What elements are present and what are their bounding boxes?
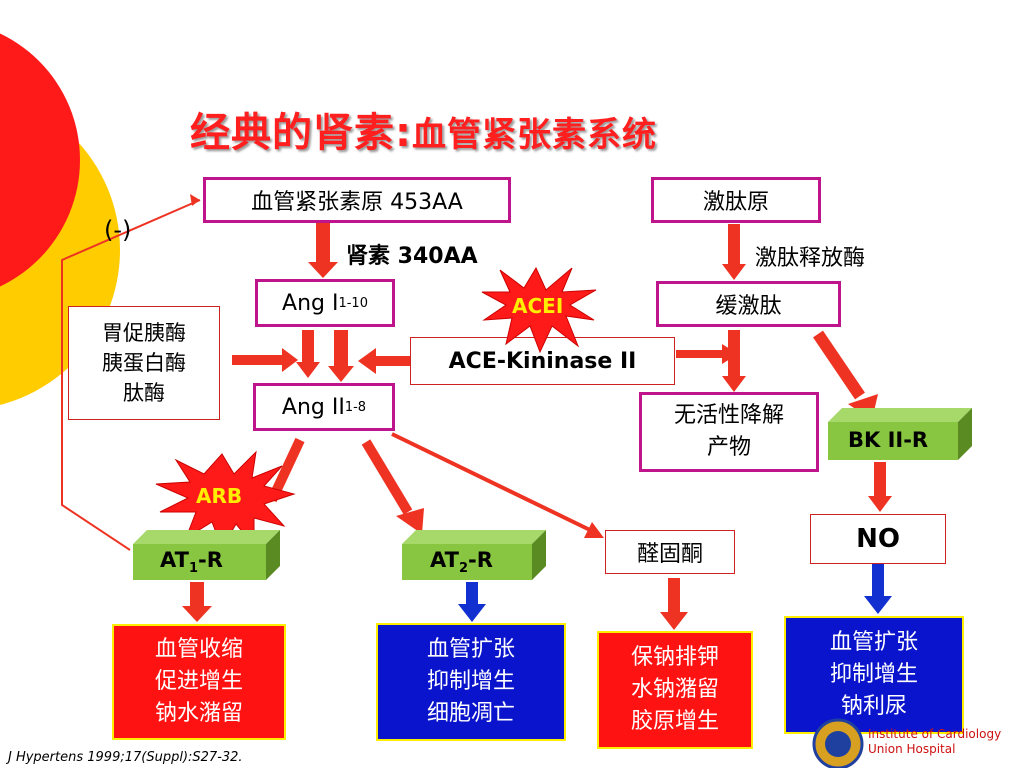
arrow-proteases — [282, 348, 298, 372]
negative-feedback-label: (-) — [104, 216, 132, 244]
at2r-sub: 2 — [458, 561, 468, 577]
protease-chymase: 胃促胰酶 — [102, 321, 186, 345]
protease-peptidase: 肽酶 — [123, 381, 165, 405]
at2r-main: AT — [430, 548, 459, 572]
effect-no-line: 血管扩张 — [829, 630, 918, 655]
effect-at2-line: 细胞凋亡 — [426, 701, 515, 726]
acei-star-shape — [481, 266, 597, 354]
title-sub: 血管紧张素系统 — [412, 115, 657, 155]
citation: J Hypertens 1999;17(Suppl):S27-32. — [8, 750, 243, 765]
effect-aldo-box: 保钠排钾 水钠潴留 胶原增生 — [597, 631, 753, 749]
inactive-line-2: 产物 — [706, 435, 751, 460]
effect-at2-box: 血管扩张 抑制增生 细胞凋亡 — [376, 623, 566, 741]
arrow-renin — [308, 262, 338, 278]
no-box: NO — [810, 514, 946, 564]
effect-at1-box: 血管收缩 促进增生 钠水潴留 — [112, 624, 286, 740]
at1r-label: AT1-R — [160, 548, 223, 576]
kallikrein-label: 激肽释放酶 — [755, 246, 866, 271]
effect-aldo-line: 胶原增生 — [630, 709, 719, 734]
proteases-box: 胃促胰酶 胰蛋白酶 肽酶 — [68, 306, 220, 420]
angiotensinogen-box: 血管紧张素原 453AA — [203, 177, 511, 223]
effect-at2-line: 血管扩张 — [426, 637, 515, 662]
kininogen-box: 激肽原 — [651, 177, 821, 223]
ang2-label: Ang II — [281, 394, 345, 420]
renin-label: 肾素 340AA — [346, 244, 478, 269]
effect-at1-line: 血管收缩 — [154, 637, 243, 662]
effect-at2-line: 抑制增生 — [426, 669, 515, 694]
ang2-superscript: 1-8 — [344, 399, 367, 415]
acei-label: ACEI — [512, 294, 564, 318]
logo-text: Institute of Cardiology Union Hospital — [868, 727, 1001, 757]
inactive-products-box: 无活性降解 产物 — [639, 392, 819, 472]
effect-at1-line: 促进增生 — [154, 669, 243, 694]
at1r-main: AT — [160, 548, 189, 572]
effect-aldo-line: 水钠潴留 — [630, 677, 719, 702]
bk2r-label: BK II-R — [848, 428, 929, 452]
title-main: 经典的肾素: — [190, 110, 412, 156]
effect-at1-line: 钠水潴留 — [154, 701, 243, 726]
ang1-superscript: 1-10 — [338, 295, 368, 311]
ang1-label: Ang I — [282, 290, 339, 316]
slide-title: 经典的肾素:血管紧张素系统 — [190, 100, 657, 158]
bradykinin-box: 缓激肽 — [656, 281, 841, 327]
effect-no-line: 抑制增生 — [829, 662, 918, 687]
effect-no-box: 血管扩张 抑制增生 钠利尿 — [784, 616, 964, 734]
effect-no-line: 钠利尿 — [840, 694, 907, 719]
arb-label: ARB — [196, 484, 243, 508]
logo-line-2: Union Hospital — [868, 742, 956, 756]
logo-line-1: Institute of Cardiology — [868, 727, 1002, 741]
arb-star-shape — [155, 450, 296, 550]
effect-aldo-line: 保钠排钾 — [630, 645, 719, 670]
protease-trypsin: 胰蛋白酶 — [102, 351, 186, 375]
red-circle — [0, 33, 80, 287]
feedback-line — [61, 199, 201, 551]
inactive-line-1: 无活性降解 — [673, 403, 784, 428]
at1r-tail: -R — [198, 548, 223, 572]
at2r-tail: -R — [468, 548, 493, 572]
at2r-label: AT2-R — [430, 548, 493, 576]
at1r-sub: 1 — [188, 561, 198, 577]
aldosterone-box: 醛固酮 — [605, 530, 735, 574]
